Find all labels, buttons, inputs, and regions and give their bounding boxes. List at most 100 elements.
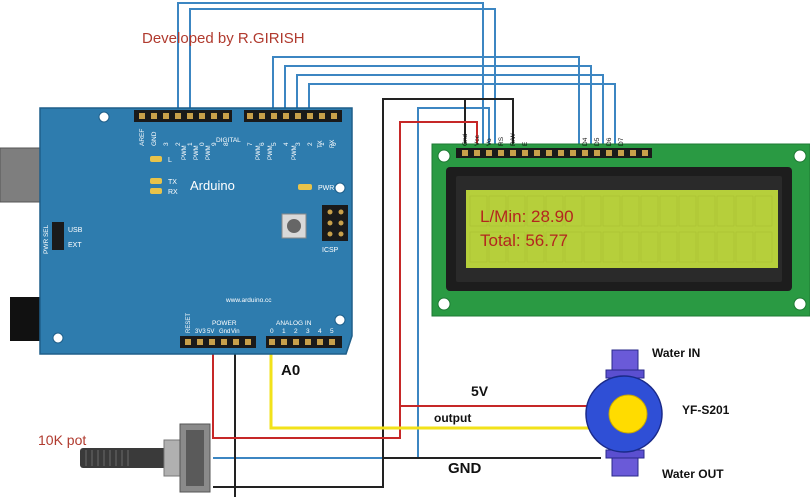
icsp-pins bbox=[327, 209, 344, 237]
header-pin bbox=[211, 113, 217, 119]
lcd-pin-label: Gnd bbox=[462, 133, 469, 146]
digital-label: DIGITAL bbox=[216, 137, 241, 144]
led-l bbox=[150, 156, 162, 162]
ext-label: EXT bbox=[68, 242, 82, 249]
lcd-pin-label: Vcc bbox=[474, 134, 481, 146]
arduino-url: www.arduino.cc bbox=[225, 297, 272, 304]
analog-in-label: ANALOG IN bbox=[276, 320, 312, 327]
header-pin bbox=[187, 113, 193, 119]
lcd-char-cell bbox=[735, 231, 754, 263]
lcd-char-cell bbox=[602, 195, 621, 227]
wire-d2-d7 bbox=[308, 83, 616, 152]
header-pin bbox=[331, 113, 337, 119]
water-out-label: Water OUT bbox=[662, 467, 724, 481]
mount-hole bbox=[334, 182, 346, 194]
power-wires bbox=[212, 121, 590, 439]
lcd-char-cell bbox=[697, 231, 716, 263]
lcd-header-strip bbox=[456, 148, 652, 158]
header-block-right bbox=[244, 110, 342, 122]
pwm-label: PWM bbox=[206, 145, 212, 160]
bottom-header-pins bbox=[185, 339, 335, 345]
power-pin-label: 3V3 bbox=[195, 329, 206, 335]
analog-pin-label: 3 bbox=[306, 328, 310, 335]
lcd-char-cell bbox=[507, 231, 526, 263]
lcd-char-cell bbox=[678, 231, 697, 263]
header-pin bbox=[185, 339, 191, 345]
digital-pin-label: 2 bbox=[175, 142, 182, 146]
lcd-char-cell bbox=[469, 231, 488, 263]
led-rx bbox=[150, 188, 162, 194]
digital-pin-label: 7 bbox=[247, 142, 254, 146]
digital-pin-label: GND bbox=[151, 131, 158, 146]
lcd-char-cell bbox=[602, 231, 621, 263]
led-rx-label: RX bbox=[168, 189, 178, 196]
lcd-header-pin bbox=[570, 150, 576, 156]
pot-label: 10K pot bbox=[38, 432, 86, 448]
header-pin bbox=[281, 339, 287, 345]
digital-pin-label: 0 bbox=[331, 142, 338, 146]
pwr-sel-jumper bbox=[52, 222, 64, 250]
sensor-model-label: YF-S201 bbox=[682, 403, 730, 417]
sensor-inlet-pipe bbox=[611, 349, 639, 371]
power-pin-label: Vin bbox=[231, 329, 240, 335]
sensor-rotor bbox=[608, 394, 648, 434]
credit-text: Developed by R.GIRISH bbox=[142, 30, 305, 47]
mount-hole bbox=[98, 111, 110, 123]
lcd-char-cell bbox=[716, 195, 735, 227]
lcd-char-cell bbox=[526, 195, 545, 227]
lcd-header-pin bbox=[498, 150, 504, 156]
header-pin bbox=[209, 339, 215, 345]
pwm-label: PWM bbox=[268, 145, 274, 160]
lcd-pin-label: D5 bbox=[594, 137, 601, 146]
lcd-mount-hole bbox=[793, 297, 807, 311]
lcd-pin-label: E bbox=[522, 141, 529, 146]
pwm-label: PWM bbox=[182, 145, 188, 160]
lcd-line-1: L/Min: 28.90 bbox=[480, 207, 574, 226]
wire-d3-d6 bbox=[296, 74, 604, 152]
digital-pin-label: 8 bbox=[223, 142, 230, 146]
header-pin bbox=[319, 113, 325, 119]
digital-pin-label: 9 bbox=[211, 142, 218, 146]
water-in-label: Water IN bbox=[652, 346, 700, 360]
header-pin bbox=[199, 113, 205, 119]
header-pin bbox=[283, 113, 289, 119]
lcd-header-pin bbox=[462, 150, 468, 156]
wire-a0-output bbox=[269, 342, 592, 430]
lcd-char-cell bbox=[716, 231, 735, 263]
lcd-header-pin bbox=[486, 150, 492, 156]
lcd-mount-hole bbox=[437, 297, 451, 311]
digital-pin-label: 4 bbox=[283, 142, 290, 146]
lcd-pin-label: D7 bbox=[618, 137, 625, 146]
tx-pin-label: TX bbox=[318, 140, 324, 148]
header-pin bbox=[175, 113, 181, 119]
lcd-char-cell bbox=[621, 231, 640, 263]
lcd-pin-label: D6 bbox=[606, 137, 613, 146]
wire-pot-contrast bbox=[213, 107, 490, 459]
header-pin bbox=[305, 339, 311, 345]
digital-pin-label: 0 bbox=[199, 142, 206, 146]
digital-pin-label: 1 bbox=[319, 142, 326, 146]
lcd-char-cell bbox=[583, 195, 602, 227]
header-block-left bbox=[134, 110, 232, 122]
header-pin bbox=[197, 339, 203, 345]
icsp-label: ICSP bbox=[322, 247, 339, 254]
lcd-header-pin bbox=[606, 150, 612, 156]
pwr-led-label: PWR bbox=[318, 185, 334, 192]
wire-5v-lcd bbox=[212, 121, 478, 439]
pwr-sel-label: PWR SEL bbox=[43, 224, 50, 254]
power-header bbox=[180, 336, 256, 348]
led-tx-label: TX bbox=[168, 179, 177, 186]
lcd-char-cell bbox=[469, 195, 488, 227]
output-label: output bbox=[434, 411, 471, 425]
data-wires bbox=[177, 2, 616, 459]
header-pin bbox=[221, 339, 227, 345]
led-tx bbox=[150, 178, 162, 184]
analog-pin-label: 4 bbox=[318, 328, 322, 335]
lcd-pin-label: RS bbox=[498, 136, 505, 146]
